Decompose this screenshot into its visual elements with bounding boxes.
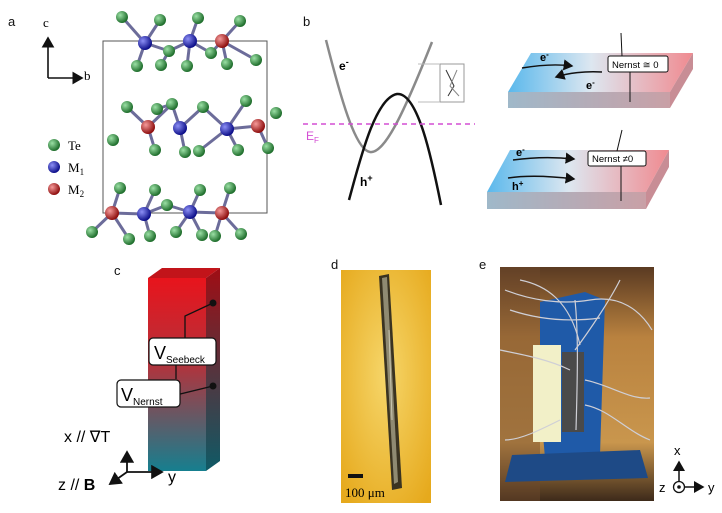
nernst-contact: [209, 382, 217, 390]
legend-m1-marker: [48, 161, 60, 173]
layer-1-atoms: [116, 11, 262, 72]
legend-te-marker: [48, 139, 60, 151]
white-block: [533, 345, 561, 442]
legend-m2-label: M2: [68, 182, 84, 199]
contact-wires: [499, 279, 653, 441]
legend-te-label: Te: [68, 138, 81, 153]
b-axis-label: b: [84, 68, 91, 83]
column-side: [206, 268, 220, 471]
bottom-hole: h+: [512, 179, 524, 193]
legend-m2-marker: [48, 183, 60, 195]
v-seebeck-label: VSeebeck: [154, 343, 206, 366]
c-axis-label: c: [43, 15, 49, 30]
panel-letter-c: c: [114, 263, 121, 278]
seebeck-contact: [209, 299, 217, 307]
layer-2-atoms: [107, 95, 282, 158]
layer-3-atoms: [86, 182, 247, 245]
column-top: [148, 268, 220, 278]
panel-d-sample-photo: 100 μm: [341, 270, 431, 503]
single-carrier-bar: e- e- Nernst ≅ 0: [508, 32, 693, 108]
scale-bar-label: 100 μm: [345, 485, 385, 500]
panel-letter-e: e: [479, 257, 487, 272]
bottom-electron: e-: [516, 145, 525, 159]
scale-bar: [348, 474, 363, 478]
sample-mount: [562, 352, 584, 432]
panel-letter-d: d: [331, 257, 339, 272]
z-b-label: z // B: [58, 477, 95, 494]
column-front: [148, 278, 206, 471]
e-z-label: z: [659, 480, 666, 495]
two-carrier-bar: e- h+ Nernst ≠0: [487, 129, 669, 209]
top-electron-2: e-: [586, 78, 595, 92]
electron-band: [324, 39, 434, 154]
nernst-nonzero-box: [587, 150, 647, 167]
panel-c-measurement-geometry: VSeebeck VNernst x // ∇T y z // B: [58, 268, 220, 494]
panel-letter-b: b: [303, 14, 311, 29]
atom-legend: Te M1 M2: [48, 138, 84, 199]
nernst-zero-text: Nernst ≅ 0: [612, 60, 659, 71]
nernst-zero-box: [607, 55, 669, 73]
z-axis-arrow: [108, 471, 128, 486]
x-grad-t-label: x // ∇T: [64, 429, 110, 446]
panel-b-band-diagram: EF e- h+ e- e- Nernst ≅ 0: [303, 32, 693, 209]
panel-a-crystal-structure: c b: [41, 11, 282, 245]
legend-m1-label: M1: [68, 160, 84, 177]
v-nernst-box: [116, 379, 181, 408]
e-x-label: x: [674, 443, 681, 458]
hole-label: h+: [360, 173, 373, 189]
v-seebeck-box: [148, 337, 217, 366]
e-y-label: y: [708, 480, 715, 495]
panel-e-device-photo: x y z: [499, 267, 715, 501]
top-electron-1: e-: [540, 50, 549, 64]
electron-label: e-: [339, 57, 349, 73]
v-nernst-label: VNernst: [121, 385, 163, 408]
panel-letter-a: a: [8, 14, 16, 29]
fermi-label: EF: [306, 129, 319, 145]
hole-band: [347, 92, 443, 206]
nernst-nonzero-text: Nernst ≠0: [592, 154, 633, 165]
y-axis-label: y: [168, 469, 176, 486]
